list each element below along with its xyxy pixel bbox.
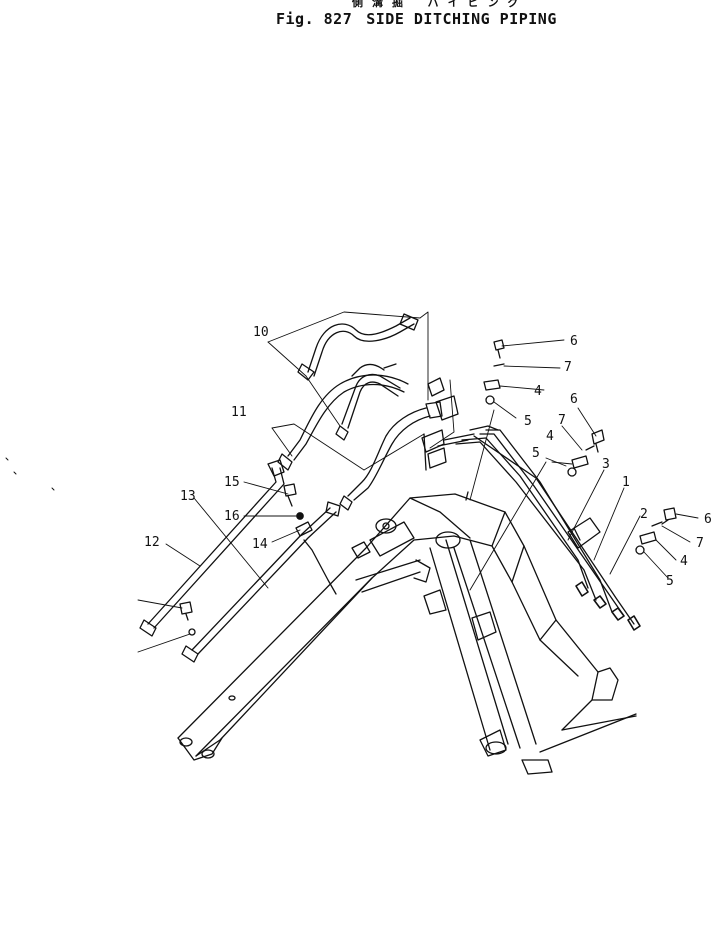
callout-4-lower: 4 <box>680 554 688 569</box>
bolt-13 <box>283 483 297 507</box>
washer-7-upper <box>493 363 505 367</box>
washer-7-lower <box>651 521 663 527</box>
clamp-5-upper <box>485 395 495 405</box>
tube-end-fittings <box>575 581 641 631</box>
figure-title-text: SIDE DITCHING PIPING <box>366 10 557 28</box>
spacer-4-lower <box>639 531 657 545</box>
callout-7-middle: 7 <box>558 413 566 428</box>
callout-7-lower: 7 <box>696 536 704 551</box>
callout-6-middle: 6 <box>570 392 578 407</box>
figure-subtitle-japanese: 側溝掘 パイピング <box>352 0 528 9</box>
bolt-6-middle <box>591 429 605 453</box>
callout-10: 12 <box>144 535 160 550</box>
callout-12: 14 <box>252 537 268 552</box>
bolt-6-lower <box>661 507 677 525</box>
tube-10 <box>139 459 285 637</box>
figure-title: Fig. 827 SIDE DITCHING PIPING <box>276 10 557 28</box>
callout-labels: 10 11 15 13 16 14 12 6 7 4 5 6 7 4 5 3 1… <box>144 325 712 589</box>
hose-9 <box>277 374 445 511</box>
boom-cylinder <box>423 531 537 757</box>
callout-2: 2 <box>640 507 648 522</box>
callout-8: 10 <box>253 325 269 340</box>
leader-lines <box>137 311 699 653</box>
clamp-12 <box>295 521 337 595</box>
arm-cylinder <box>351 518 431 593</box>
tube-11 <box>181 501 341 663</box>
callout-6-lower: 6 <box>704 512 712 527</box>
manifold-block <box>421 395 459 471</box>
spacer-4-upper <box>483 379 501 391</box>
washer-16 <box>188 628 196 636</box>
callout-1: 1 <box>622 475 630 490</box>
callout-4-middle: 4 <box>546 429 554 444</box>
tube-bundle-right <box>437 425 635 625</box>
spacer-4-middle <box>571 455 589 469</box>
bolt-6-upper <box>493 339 505 359</box>
clamp-5-middle <box>567 467 577 477</box>
callout-6-upper: 6 <box>570 334 578 349</box>
callout-3: 3 <box>602 457 610 472</box>
bolt-15 <box>179 601 193 621</box>
clamp-5-lower <box>635 545 645 555</box>
stray-marks <box>5 457 55 491</box>
figure-number: Fig. 827 <box>276 10 353 28</box>
callout-11: 13 <box>180 489 196 504</box>
callout-9: 11 <box>231 405 247 420</box>
callout-7-upper: 7 <box>564 360 572 375</box>
boom-outline <box>177 493 637 775</box>
washer-7-middle <box>585 445 595 451</box>
callout-5-lower: 5 <box>666 574 674 589</box>
callout-14: 16 <box>224 509 240 524</box>
callout-4-upper: 4 <box>534 384 542 399</box>
clamp-bracket-1 <box>567 517 601 549</box>
callout-5-middle: 5 <box>532 446 540 461</box>
boom-foot-pin <box>179 695 236 759</box>
callout-5-upper: 5 <box>524 414 532 429</box>
callout-13: 15 <box>224 475 240 490</box>
